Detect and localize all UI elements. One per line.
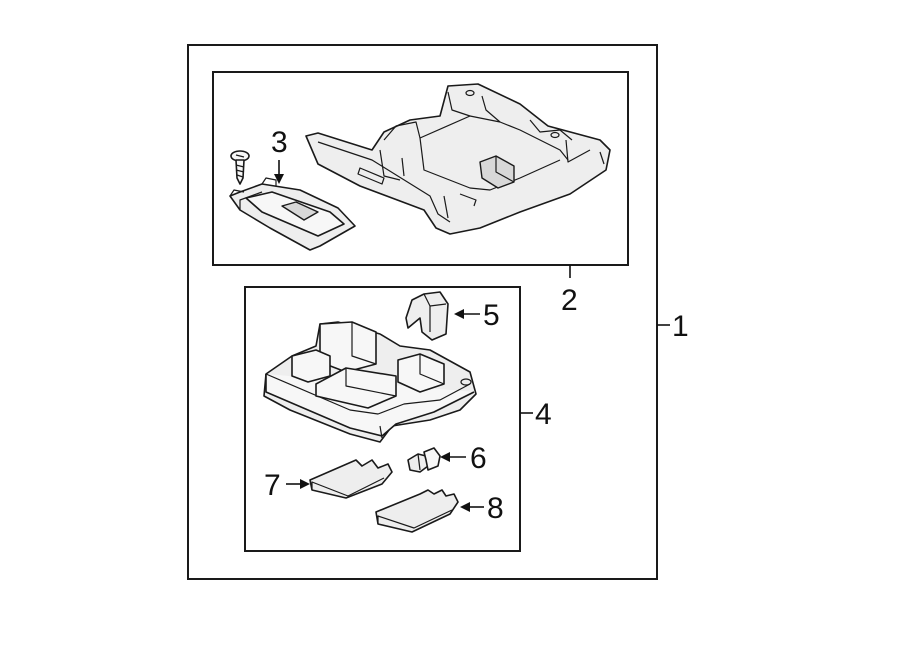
callout-5: 5 (483, 299, 500, 332)
upper-subassembly-frame (212, 71, 629, 266)
arrowhead-5 (454, 309, 464, 319)
arrowhead-7 (300, 479, 310, 489)
lens-left[interactable] (309, 459, 393, 499)
retaining-clip[interactable] (405, 291, 449, 341)
callout-8: 8 (487, 492, 504, 525)
lower-subassembly-frame (244, 286, 521, 552)
arrowhead-3 (274, 174, 284, 184)
screw[interactable] (230, 150, 250, 185)
callout-3: 3 (271, 126, 288, 159)
arrowhead-6 (440, 452, 450, 462)
lens-right[interactable] (375, 489, 459, 533)
bulb[interactable] (407, 447, 441, 473)
callout-6: 6 (470, 442, 487, 475)
callout-4: 4 (535, 398, 552, 431)
map-lamp-assembly[interactable] (229, 177, 356, 251)
callout-2: 2 (561, 284, 578, 317)
overhead-console-housing[interactable] (305, 83, 611, 235)
callout-7: 7 (264, 469, 281, 502)
callout-1: 1 (672, 310, 689, 343)
outer-frame (187, 44, 658, 580)
arrowhead-8 (460, 502, 470, 512)
dome-lamp-assembly[interactable] (263, 321, 477, 443)
